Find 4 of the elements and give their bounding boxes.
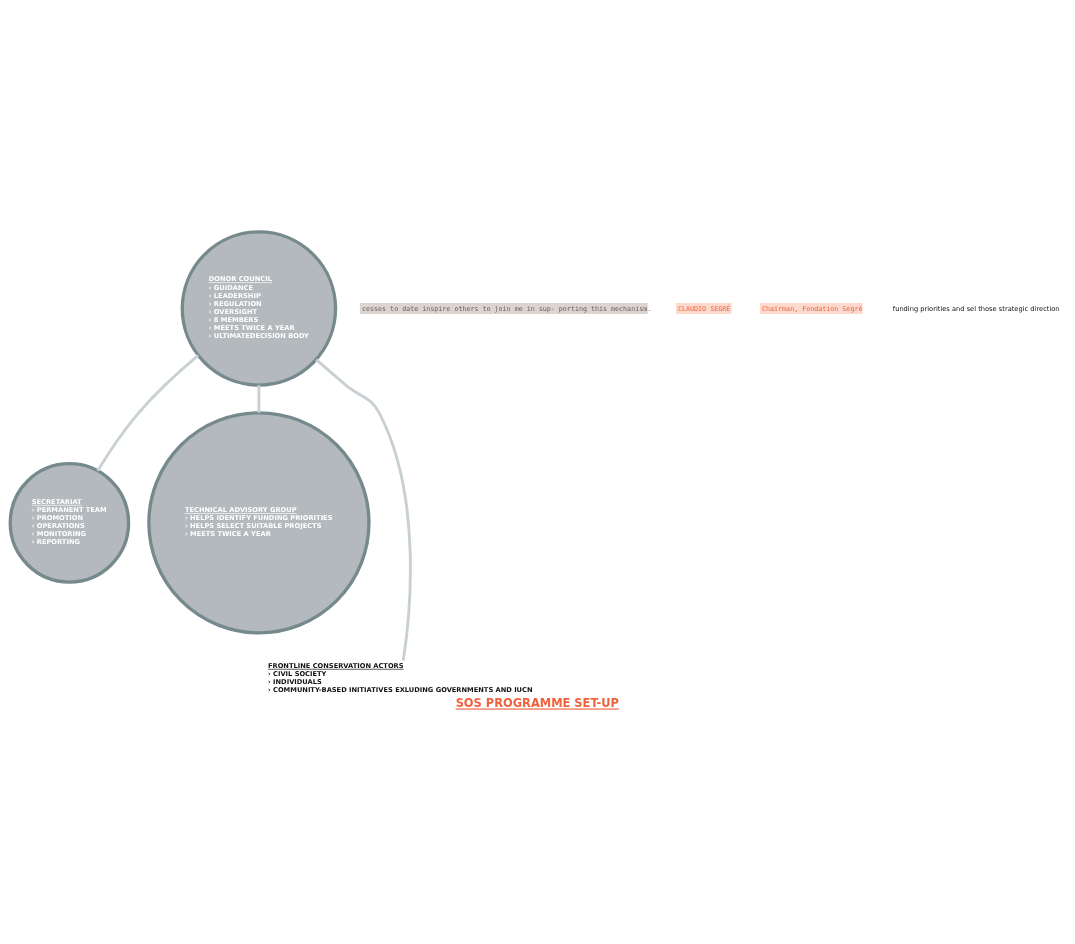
connector <box>257 384 261 413</box>
connector <box>96 353 200 472</box>
connector <box>315 358 412 661</box>
diagram-title: SOS PROGRAMME SET-UP <box>455 695 619 710</box>
